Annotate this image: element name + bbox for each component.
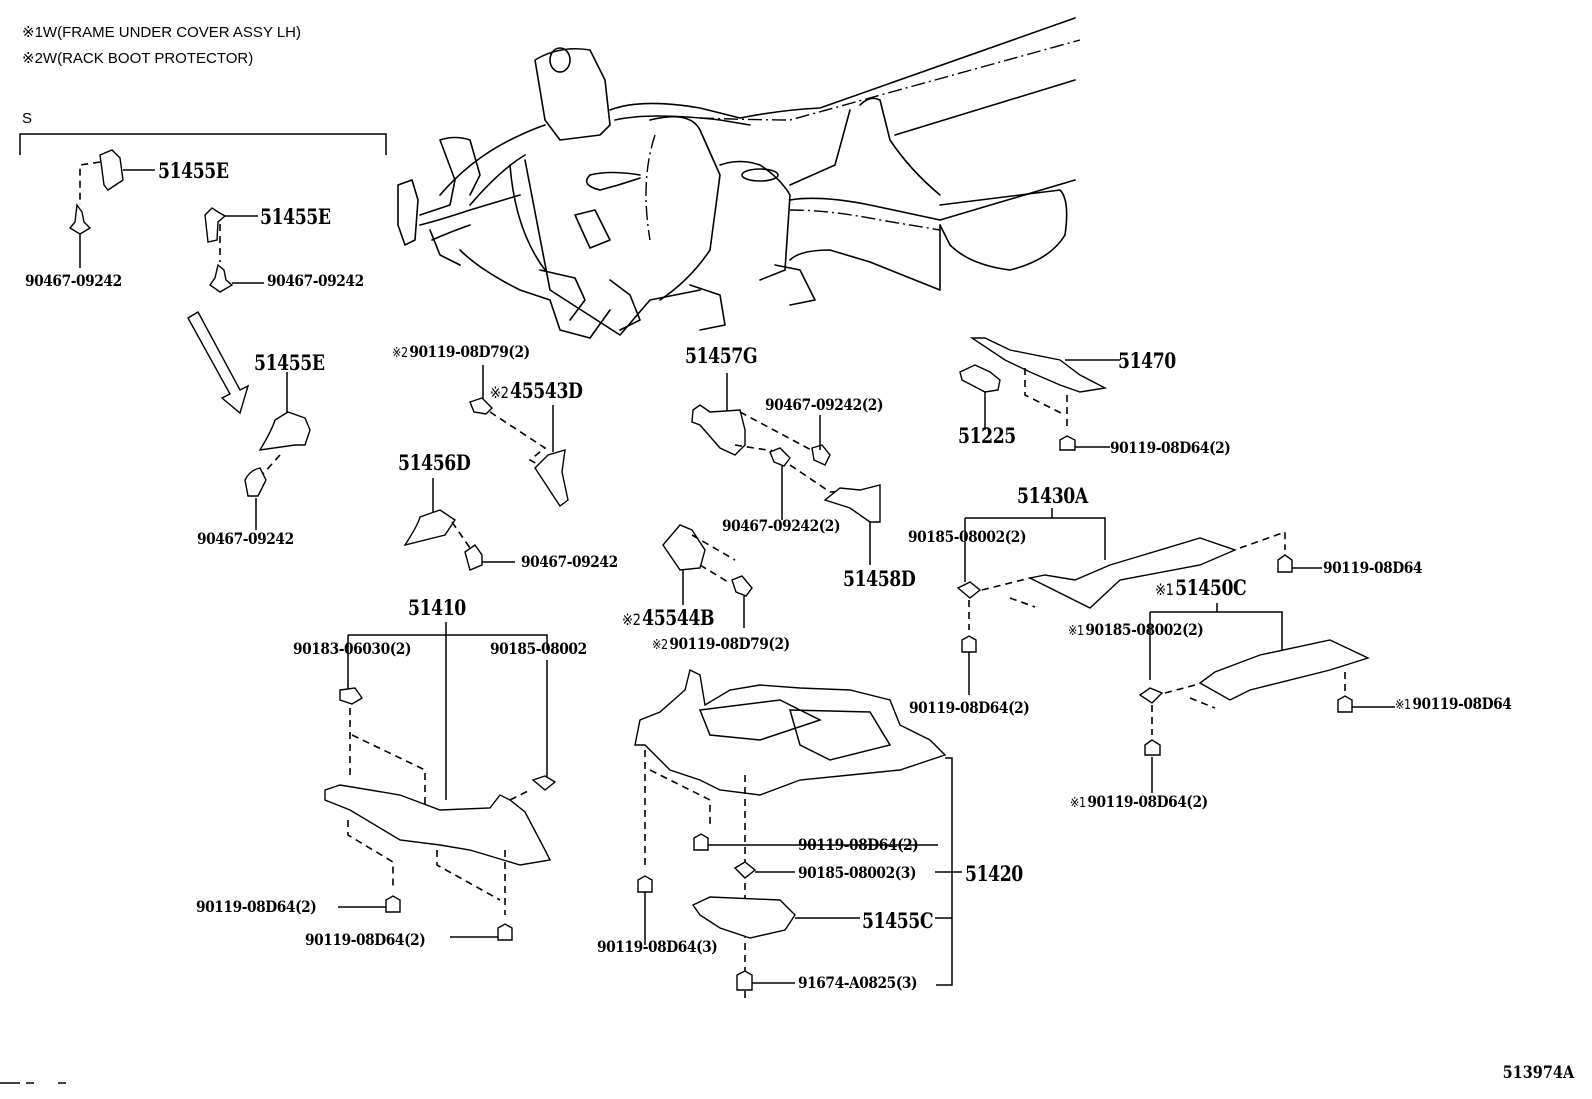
set-label: S — [22, 110, 32, 127]
part-51456D — [403, 478, 515, 571]
part-label-90467-09242[interactable]: 90467-09242 — [521, 552, 618, 571]
part-label-51455E[interactable]: 51455E — [158, 158, 229, 183]
part-label-51410[interactable]: 51410 — [408, 595, 466, 620]
part-label-51455E[interactable]: 51455E — [254, 350, 325, 375]
part-label-51458D[interactable]: 51458D — [843, 566, 916, 591]
legend-notes: ※1W(FRAME UNDER COVER ASSY LH) ※2W(RACK … — [22, 20, 301, 72]
part-51455E-c — [244, 372, 311, 530]
part-45544B — [662, 524, 753, 628]
part-45543D — [469, 365, 569, 508]
note-1: ※1W(FRAME UNDER COVER ASSY LH) — [22, 24, 302, 41]
part-label-90467-09242-2[interactable]: 90467-09242(2) — [765, 395, 884, 414]
part-51470 — [969, 337, 1120, 451]
part-label-90119-08D64-2[interactable]: 90119-08D64(2) — [909, 698, 1030, 717]
part-label-45543D[interactable]: ※245543D — [490, 378, 583, 403]
part-label-51457G[interactable]: 51457G — [685, 343, 758, 368]
vehicle-frame — [397, 17, 1081, 339]
part-label-90119-08D64[interactable]: 90119-08D64 — [1323, 558, 1423, 577]
part-label-90119-08D64-2[interactable]: 90119-08D64(2) — [305, 930, 426, 949]
part-51420 — [634, 668, 962, 1000]
part-label-90119-08D64-3[interactable]: 90119-08D64(3) — [597, 937, 718, 956]
part-51457G — [691, 373, 881, 565]
part-label-90185-08002-2[interactable]: 90185-08002(2) — [908, 527, 1027, 546]
part-label-51225[interactable]: 51225 — [958, 423, 1016, 448]
part-label-90467-09242-2[interactable]: 90467-09242(2) — [722, 516, 841, 535]
part-label-90119-08D64-2[interactable]: 90119-08D64(2) — [196, 897, 317, 916]
part-label-51430A[interactable]: 51430A — [1017, 483, 1088, 508]
part-51225 — [959, 364, 1001, 430]
part-label-90467-09242[interactable]: 90467-09242 — [25, 271, 122, 290]
part-label-51450C[interactable]: ※151450C — [1155, 575, 1247, 600]
part-label-90119-08D64-2[interactable]: 90119-08D64(2) — [798, 835, 919, 854]
direction-arrow — [187, 311, 250, 415]
part-label-51470[interactable]: 51470 — [1118, 348, 1176, 373]
part-label-51456D[interactable]: 51456D — [398, 450, 471, 475]
part-label-90183-06030-2[interactable]: 90183-06030(2) — [293, 639, 412, 658]
part-label-90185-08002[interactable]: 90185-08002 — [490, 639, 587, 658]
part-label-90119-08D64-2[interactable]: 90119-08D64(2) — [1110, 438, 1231, 457]
part-label-90467-09242[interactable]: 90467-09242 — [267, 271, 364, 290]
part-label-90467-09242[interactable]: 90467-09242 — [197, 529, 294, 548]
part-51455E-a — [68, 149, 155, 268]
part-label-90185-08002-3[interactable]: 90185-08002(3) — [798, 863, 917, 882]
part-label-51420[interactable]: 51420 — [965, 861, 1023, 886]
part-51430A — [956, 508, 1322, 695]
part-label-45544B[interactable]: ※245544B — [622, 605, 715, 630]
part-label-91674-A0825-3[interactable]: 91674-A0825(3) — [798, 973, 918, 992]
part-label-51455C[interactable]: 51455C — [862, 908, 934, 933]
note-2: ※2W(RACK BOOT PROTECTOR) — [22, 50, 254, 67]
part-51450C — [1138, 603, 1395, 793]
set-bracket — [19, 133, 387, 155]
part-label-51455E[interactable]: 51455E — [260, 204, 331, 229]
diagram-id: 513974A — [1502, 1063, 1574, 1083]
part-51410 — [324, 622, 557, 941]
part-51455E-b — [204, 207, 264, 293]
